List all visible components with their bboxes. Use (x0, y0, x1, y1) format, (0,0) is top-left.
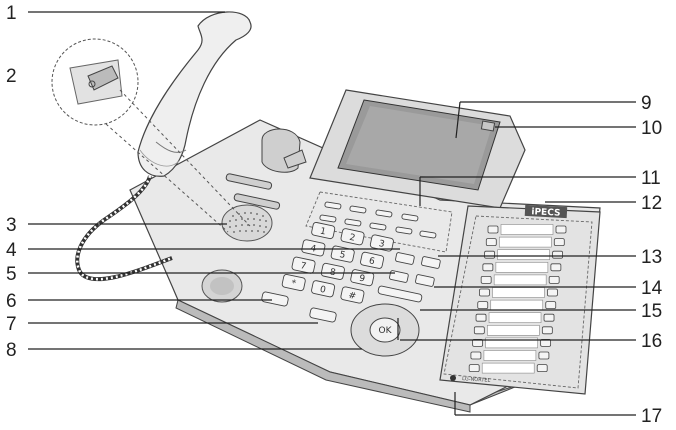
flex-button[interactable] (546, 302, 556, 309)
flex-button[interactable] (556, 226, 566, 233)
flex-button[interactable] (553, 251, 563, 258)
flex-button[interactable] (479, 289, 489, 296)
flex-button[interactable] (481, 276, 491, 283)
flex-button-label-strip (494, 275, 546, 285)
flex-button-label-strip (491, 300, 543, 310)
flex-button-label-strip (496, 262, 548, 272)
flex-button-label-strip (487, 325, 539, 335)
flexible-button-module: iPECS LG-NORTEL (440, 205, 600, 394)
callout-1: 1 (6, 3, 17, 24)
callout-8: 8 (6, 340, 17, 361)
speaker-grille (222, 205, 272, 241)
flex-button[interactable] (486, 239, 496, 246)
flex-button[interactable] (544, 314, 554, 321)
callout-15: 15 (641, 301, 662, 322)
brand-label: iPECS (531, 207, 561, 219)
callout-9: 9 (641, 93, 652, 114)
flex-button[interactable] (542, 327, 552, 334)
flex-button[interactable] (551, 264, 561, 271)
flex-button[interactable] (471, 352, 481, 359)
callout-4: 4 (6, 240, 17, 261)
flex-button[interactable] (474, 327, 484, 334)
callout-14: 14 (641, 278, 663, 299)
flex-button[interactable] (539, 352, 549, 359)
callout-7: 7 (6, 314, 17, 335)
flex-button-label-strip (484, 351, 536, 361)
callout-11: 11 (641, 168, 661, 189)
flex-button[interactable] (488, 226, 498, 233)
flex-button-label-strip (499, 237, 551, 247)
callout-12: 12 (641, 193, 662, 214)
flex-button[interactable] (478, 302, 488, 309)
ok-button-label: OK (379, 326, 393, 336)
message-lamp (481, 121, 494, 131)
navigation-key: OK (351, 304, 419, 356)
callout-6: 6 (6, 291, 17, 312)
flex-button[interactable] (554, 239, 564, 246)
flex-button[interactable] (476, 314, 486, 321)
callout-5: 5 (6, 264, 17, 285)
flex-button-label-strip (498, 250, 550, 260)
callout-2: 2 (6, 66, 17, 87)
flex-button[interactable] (485, 251, 495, 258)
flex-button-label-strip (501, 225, 553, 235)
flex-button-label-strip (492, 288, 544, 298)
flex-button[interactable] (537, 365, 547, 372)
callout-10: 10 (641, 118, 662, 139)
callout-17: 17 (641, 406, 662, 427)
flex-button-label-strip (482, 363, 534, 373)
flex-button[interactable] (549, 276, 559, 283)
callout-16: 16 (641, 331, 662, 352)
flex-button[interactable] (483, 264, 493, 271)
callout-3: 3 (6, 215, 17, 236)
callout-13: 13 (641, 247, 662, 268)
microphone-area (202, 270, 242, 302)
flex-button[interactable] (547, 289, 557, 296)
flex-button[interactable] (469, 365, 479, 372)
flex-button-label-strip (489, 313, 541, 323)
